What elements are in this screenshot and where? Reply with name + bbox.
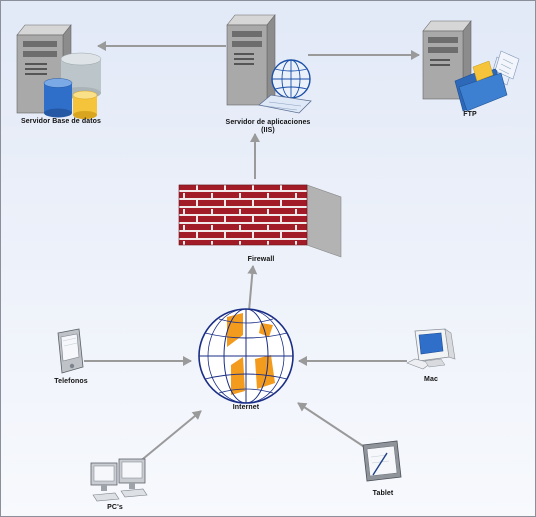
app-server-node[interactable]: Servidor de aplicaciones (IIS) <box>213 9 323 141</box>
ftp-server-icon <box>422 20 520 112</box>
app-server-icon <box>226 14 312 114</box>
ftp-node[interactable]: FTP <box>417 15 527 127</box>
ftp-label: FTP <box>463 111 477 118</box>
firewall-icon <box>178 184 342 258</box>
smartphone-icon <box>57 328 84 374</box>
edge-tablet-to-internet <box>297 402 367 449</box>
pcs-node[interactable]: PC's <box>85 451 151 515</box>
internet-label: Internet <box>232 404 260 411</box>
desktop-computers-icon <box>90 458 148 502</box>
phones-node[interactable]: Telefonos <box>41 327 101 391</box>
mac-label: Mac <box>424 376 438 383</box>
tablet-label: Tablet <box>372 490 394 497</box>
db-server-label: Servidor Base de datos <box>20 118 101 125</box>
app-server-label: Servidor de aplicaciones (IIS) <box>225 119 311 134</box>
tablet-icon <box>362 440 402 482</box>
tablet-node[interactable]: Tablet <box>353 435 413 501</box>
db-server-icon <box>16 24 102 119</box>
internet-globe-icon <box>198 308 294 404</box>
phones-label: Telefonos <box>54 378 88 385</box>
firewall-node[interactable]: Firewall <box>171 177 351 269</box>
mac-node[interactable]: Mac <box>401 323 461 393</box>
edge-internet-to-firewall <box>247 265 258 312</box>
mac-computer-icon <box>406 328 456 370</box>
internet-node[interactable]: Internet <box>191 307 301 417</box>
pcs-label: PC's <box>107 504 123 511</box>
edge-pcs-to-internet <box>137 410 202 464</box>
firewall-label: Firewall <box>247 256 275 263</box>
db-server-node[interactable]: Servidor Base de datos <box>11 11 111 131</box>
